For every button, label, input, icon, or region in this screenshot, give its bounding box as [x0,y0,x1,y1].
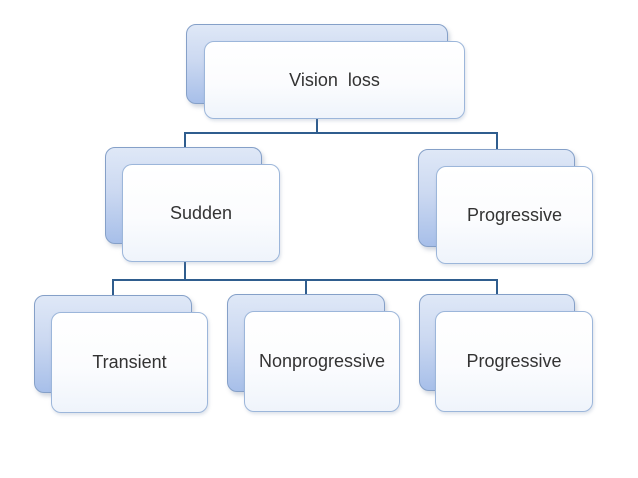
node-transient-label: Transient [92,352,167,372]
node-nonprogressive: Nonprogressive [244,311,400,412]
node-vision-loss: Vision loss [204,41,465,119]
node-progressive: Progressive [436,166,593,264]
node-sudden: Sudden [122,164,280,262]
node-sudden-label: Sudden [169,202,233,223]
connector-sudden-stub [184,261,186,280]
connector-to-progressive-bottom [496,279,498,295]
connector-root-stub [316,119,318,133]
connector-to-sudden [184,132,186,148]
node-transient: Transient [51,312,208,413]
node-vision-loss-label: Vision loss [289,69,380,90]
node-nonprogressive-label: Nonprogressive [258,351,386,371]
connector-to-transient [112,279,114,296]
connector-level1-horizontal [184,132,498,134]
connector-to-nonprogressive [305,279,307,295]
connector-to-progressive [496,132,498,150]
node-progressive-bottom-label: Progressive [466,351,562,371]
node-progressive-bottom: Progressive [435,311,593,412]
node-progressive-label: Progressive [466,204,563,225]
